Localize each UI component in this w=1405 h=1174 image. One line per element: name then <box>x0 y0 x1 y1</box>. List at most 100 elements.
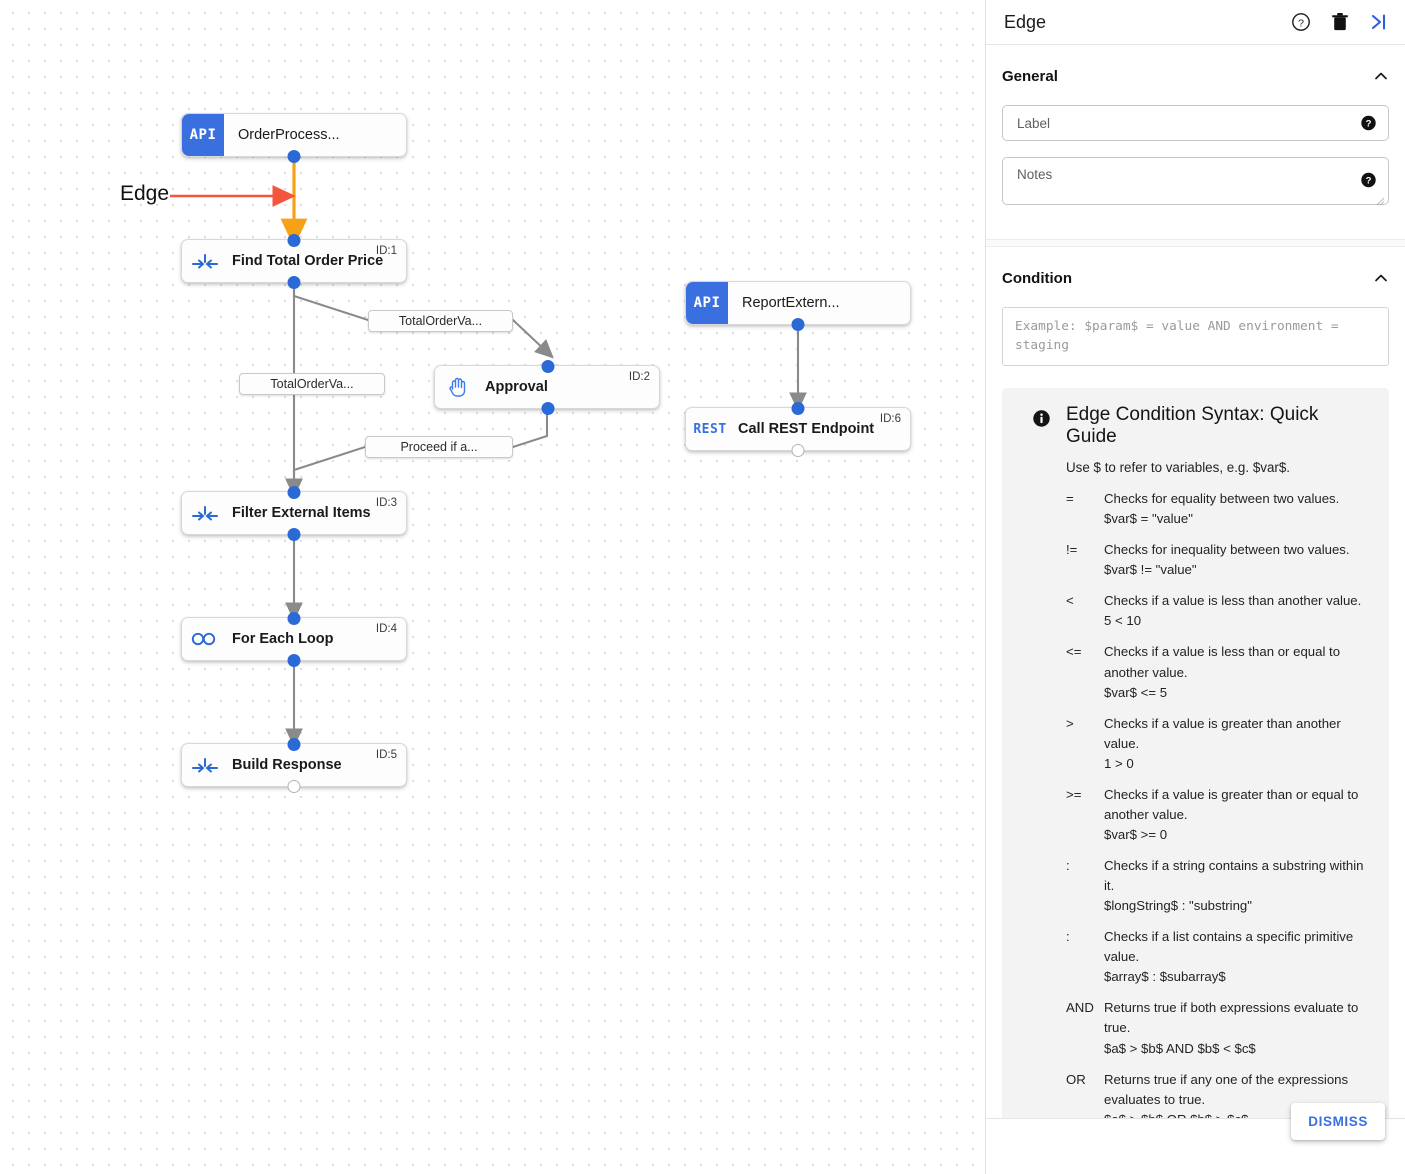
operator-description-wrap: Returns true if any one of the expressio… <box>1104 1070 1369 1118</box>
node-title: OrderProcess... <box>238 127 340 143</box>
operator-row: < Checks if a value is less than another … <box>1066 591 1369 631</box>
node-input-port[interactable] <box>791 401 805 415</box>
operator-symbol: : <box>1066 858 1070 874</box>
section-title: General <box>1002 67 1058 85</box>
workflow-canvas[interactable]: Edge API OrderProcess... <box>0 0 985 1174</box>
operator-row: AND Returns true if both expressions eval… <box>1066 998 1369 1058</box>
operator-symbol: AND <box>1066 1000 1094 1016</box>
resize-handle[interactable] <box>1376 193 1385 206</box>
node-output-port[interactable] <box>287 653 301 667</box>
guide-heading: Edge Condition Syntax: Quick Guide <box>1066 404 1319 448</box>
operator-example: 5 < 10 <box>1104 613 1142 629</box>
operator-row: != Checks for inequality between two valu… <box>1066 540 1369 580</box>
operator-symbol: > <box>1066 715 1074 731</box>
operator-description: Checks for equality between two values. <box>1104 491 1340 507</box>
rest-badge-icon: REST <box>693 421 727 437</box>
converge-arrows-icon <box>182 505 228 521</box>
panel-footer: DISMISS <box>986 1103 1405 1174</box>
operator-description-wrap: Checks if a value is greater than or equ… <box>1104 785 1369 845</box>
edge-label[interactable]: TotalOrderVa... <box>239 373 385 395</box>
node-filter-external-items[interactable]: Filter External Items ID:3 <box>181 485 407 541</box>
operator-example: $var$ >= 0 <box>1104 826 1168 842</box>
node-report-external[interactable]: API ReportExtern... <box>685 281 911 331</box>
operator-symbol: = <box>1066 491 1074 507</box>
node-input-port[interactable] <box>287 233 301 247</box>
panel-title: Edge <box>1004 11 1047 32</box>
node-call-rest-endpoint[interactable]: REST Call REST Endpoint ID:6 <box>685 401 911 457</box>
operator-description: Checks if a value is greater than or equ… <box>1104 786 1359 822</box>
operator-description: Returns true if both expressions evaluat… <box>1104 1000 1359 1036</box>
operator-example: 1 > 0 <box>1104 755 1134 771</box>
node-for-each-loop[interactable]: For Each Loop ID:4 <box>181 611 407 667</box>
node-title: Filter External Items <box>232 505 371 521</box>
operator-row: : Checks if a string contains a substring… <box>1066 856 1369 916</box>
edge-label[interactable]: TotalOrderVa... <box>368 310 513 332</box>
converge-arrows-icon <box>182 757 228 773</box>
chevron-up-icon[interactable] <box>1373 270 1389 286</box>
operator-description: Returns true if any one of the expressio… <box>1104 1071 1349 1107</box>
node-title: ReportExtern... <box>742 295 840 311</box>
edge-connections-layer <box>170 157 807 748</box>
operator-symbol: : <box>1066 929 1070 945</box>
operator-symbol: <= <box>1066 644 1082 660</box>
operator-example: $var$ <= 5 <box>1104 684 1168 700</box>
node-input-port[interactable] <box>287 611 301 625</box>
operator-example: $a$ > $b$ OR $b$ > $c$ <box>1104 1110 1369 1118</box>
node-input-port[interactable] <box>287 485 301 499</box>
node-output-port[interactable] <box>287 149 301 163</box>
svg-text:?: ? <box>1298 17 1304 29</box>
node-build-response[interactable]: Build Response ID:5 <box>181 737 407 793</box>
operator-description: Checks if a list contains a specific pri… <box>1104 929 1354 965</box>
general-section-header[interactable]: General <box>1002 61 1389 91</box>
trash-icon[interactable] <box>1331 12 1349 32</box>
operator-description: Checks if a value is less than or equal … <box>1104 644 1341 680</box>
node-output-port[interactable] <box>287 779 301 793</box>
help-filled-icon[interactable]: ? <box>1361 172 1376 188</box>
node-approval[interactable]: Approval ID:2 <box>434 359 660 415</box>
converge-arrows-icon <box>182 253 228 269</box>
node-output-port[interactable] <box>791 443 805 457</box>
help-circle-icon[interactable]: ? <box>1291 12 1311 32</box>
svg-text:?: ? <box>1366 119 1372 130</box>
operator-description: Checks if a value is less than another v… <box>1104 593 1362 609</box>
node-id-tag: ID:4 <box>375 623 397 635</box>
node-output-port[interactable] <box>541 401 555 415</box>
node-input-port[interactable] <box>541 359 555 373</box>
operator-description-wrap: Checks if a list contains a specific pri… <box>1104 927 1369 987</box>
chevron-up-icon[interactable] <box>1373 68 1389 84</box>
section-condition: Condition Example: $param$ = value AND e… <box>986 247 1405 1118</box>
condition-section-header[interactable]: Condition <box>1002 263 1389 293</box>
node-input-port[interactable] <box>287 737 301 751</box>
operator-symbol: < <box>1066 593 1074 609</box>
label-field[interactable]: Label ? <box>1002 105 1389 141</box>
node-title: Call REST Endpoint <box>738 421 875 437</box>
condition-syntax-guide: Edge Condition Syntax: Quick Guide Use $… <box>1002 388 1389 1118</box>
node-order-process[interactable]: API OrderProcess... <box>181 113 407 163</box>
dismiss-button[interactable]: DISMISS <box>1291 1103 1385 1140</box>
operator-row: <= Checks if a value is less than or equa… <box>1066 642 1369 702</box>
operator-description-wrap: Checks if a string contains a substring … <box>1104 856 1369 916</box>
api-badge-icon: API <box>686 282 728 324</box>
operator-description-wrap: Checks for inequality between two values… <box>1104 540 1369 580</box>
section-title: Condition <box>1002 269 1072 287</box>
edge-label[interactable]: Proceed if a... <box>365 436 513 458</box>
condition-input[interactable]: Example: $param$ = value AND environment… <box>1002 307 1389 367</box>
guide-lead-text: Use $ to refer to variables, e.g. $var$. <box>1066 460 1291 476</box>
operator-description-wrap: Returns true if both expressions evaluat… <box>1104 998 1369 1058</box>
node-output-port[interactable] <box>287 527 301 541</box>
node-find-total-order-price[interactable]: Find Total Order Price ID:1 <box>181 233 407 289</box>
node-title: Approval <box>485 379 548 395</box>
operator-row: : Checks if a list contains a specific pr… <box>1066 927 1369 987</box>
operator-example: $array$ : $subarray$ <box>1104 969 1226 985</box>
operator-description: Checks if a string contains a substring … <box>1104 858 1364 894</box>
node-id-tag: ID:3 <box>375 497 397 509</box>
hand-icon <box>435 376 481 398</box>
node-output-port[interactable] <box>287 275 301 289</box>
help-filled-icon[interactable]: ? <box>1361 115 1376 131</box>
collapse-right-icon[interactable] <box>1369 12 1389 32</box>
operator-symbol: != <box>1066 542 1078 558</box>
notes-field[interactable]: Notes ? <box>1002 157 1389 206</box>
notes-field-placeholder: Notes <box>1017 167 1053 182</box>
node-output-port[interactable] <box>791 317 805 331</box>
